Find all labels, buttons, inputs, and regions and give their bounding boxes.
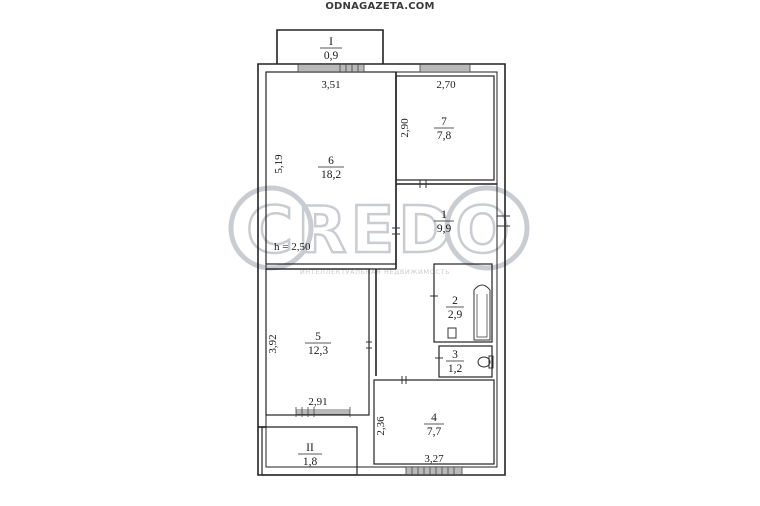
- room-number: 6: [328, 155, 334, 167]
- watermark-o-ring: [444, 185, 530, 271]
- watermark-tagline: ИНТЕЛЛЕКТУАЛЬНАЯ НЕДВИЖИМОСТЬ: [300, 268, 450, 276]
- room-label-1: 1 9,9: [434, 209, 454, 235]
- fixtures: [447, 284, 494, 369]
- room-labels: I 0,9 6 18,2 7 7,8 1 9,9 2 2,9 3 1,2: [298, 36, 464, 468]
- room-area: 1,2: [448, 363, 463, 375]
- window-room-5: [295, 407, 351, 417]
- room-number: 3: [452, 349, 458, 361]
- watermark-c-ring: [228, 185, 314, 271]
- room-label-I: I 0,9: [320, 36, 342, 62]
- sink: [447, 327, 457, 339]
- room-4-wall: [373, 379, 495, 465]
- outer-wall: [257, 63, 506, 476]
- room-area: 7,7: [427, 426, 442, 438]
- dimensions: 3,51 5,19 2,70 2,90 3,92 2,91 2,36 3,27 …: [267, 79, 456, 465]
- room-label-2: 2 2,9: [446, 295, 464, 321]
- dim-room5-width: 2,91: [308, 396, 327, 408]
- room-number: II: [306, 442, 314, 454]
- toilet: [477, 356, 491, 368]
- dim-room7-length: 2,90: [399, 118, 411, 138]
- room-label-6: 6 18,2: [318, 155, 344, 181]
- room-area: 18,2: [321, 169, 341, 181]
- room-label-4: 4 7,7: [424, 412, 444, 438]
- room-3-wall: [438, 345, 493, 378]
- window-room-4: [405, 467, 463, 475]
- room-number: I: [329, 36, 333, 48]
- balcony-i-wall: [276, 29, 384, 64]
- room-number: 7: [441, 116, 447, 128]
- bathtub: [473, 284, 491, 341]
- room-area: 1,8: [303, 456, 318, 468]
- doors: [366, 180, 510, 384]
- dim-room6-width: 3,51: [321, 79, 340, 91]
- dim-room5-length: 3,92: [267, 334, 279, 353]
- ceiling-height: h = 2,50: [274, 241, 311, 253]
- room-number: 4: [431, 412, 437, 424]
- window-room-6: [297, 64, 365, 72]
- site-watermark-label: ODNAGAZETA.COM: [325, 1, 435, 12]
- room-area: 9,9: [437, 223, 452, 235]
- dim-room4-length: 2,36: [375, 416, 387, 436]
- watermark-brand: CREDO: [246, 194, 514, 268]
- room-area: 2,9: [448, 309, 463, 321]
- room-7-wall: [395, 75, 495, 181]
- room-label-3: 3 1,2: [446, 349, 464, 375]
- dim-room7-width: 2,70: [436, 79, 456, 91]
- room-area: 0,9: [324, 50, 339, 62]
- room-number: 1: [441, 209, 447, 221]
- room-area: 12,3: [308, 345, 328, 357]
- window-room-7: [419, 64, 471, 72]
- room-label-II: II 1,8: [298, 442, 322, 468]
- room-area: 7,8: [437, 130, 452, 142]
- dim-room6-length: 5,19: [273, 154, 285, 174]
- room-number: 2: [452, 295, 458, 307]
- room-number: 5: [315, 331, 321, 343]
- room-2-wall: [433, 263, 493, 343]
- dim-room4-width: 3,27: [424, 453, 444, 465]
- windows: [295, 64, 471, 475]
- balcony-ii-wall: [261, 426, 358, 476]
- credo-watermark: CREDO ИНТЕЛЛЕКТУАЛЬНАЯ НЕДВИЖИМОСТЬ: [228, 185, 530, 276]
- room-label-5: 5 12,3: [305, 331, 331, 357]
- room-label-7: 7 7,8: [434, 116, 454, 142]
